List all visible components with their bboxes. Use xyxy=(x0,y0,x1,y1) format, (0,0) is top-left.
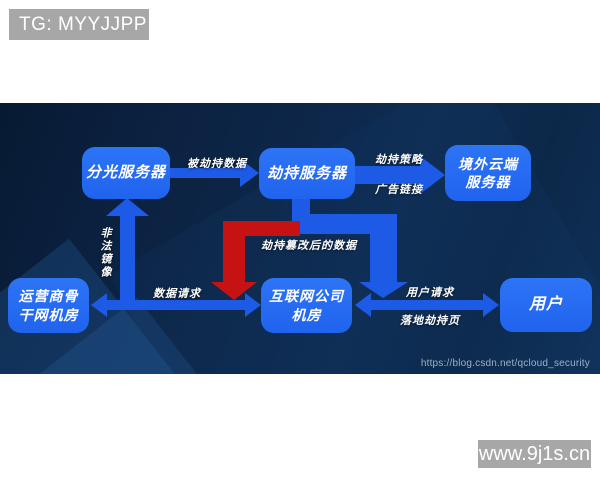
node-internet-company-idc: 互联网公司 机房 xyxy=(261,278,352,333)
node-label: 机房 xyxy=(291,306,322,323)
csdn-url-watermark: https://blog.csdn.net/qcloud_security xyxy=(420,358,590,369)
node-carrier-backbone-idc: 运营商骨 干网机房 xyxy=(8,278,89,333)
label-data-request: 数据请求 xyxy=(153,288,201,300)
node-hijack-server: 劫持服务器 xyxy=(259,148,355,199)
node-splitter-server: 分光服务器 xyxy=(82,147,170,199)
node-label: 运营商骨 xyxy=(18,288,79,305)
node-label: 劫持服务器 xyxy=(266,164,347,182)
node-label: 互联网公司 xyxy=(269,288,344,305)
node-overseas-cloud-server: 境外云端 服务器 xyxy=(445,145,531,201)
node-label: 境外云端 xyxy=(458,155,518,172)
label-illegal-mirror: 非法镜像 xyxy=(99,227,111,279)
site-watermark-badge: www.9j1s.cn xyxy=(478,440,591,468)
label-tampered-data: 劫持篡改后的数据 xyxy=(261,240,357,252)
label-hijacked-data: 被劫持数据 xyxy=(187,158,247,170)
label-hijack-policy: 劫持策略 xyxy=(375,154,423,166)
node-label: 分光服务器 xyxy=(85,164,166,182)
node-label: 服务器 xyxy=(465,174,511,190)
site-watermark-text: www.9j1s.cn xyxy=(478,442,591,465)
node-end-user: 用户 xyxy=(500,278,592,332)
label-user-request: 用户请求 xyxy=(406,287,454,299)
label-ad-link: 广告链接 xyxy=(375,184,423,196)
node-label: 用户 xyxy=(528,295,563,313)
tg-contact-badge: TG: MYYJJPP xyxy=(9,9,149,40)
node-label: 干网机房 xyxy=(18,306,79,323)
label-landing-hijack-page: 落地劫持页 xyxy=(400,315,460,327)
tg-contact-text: TG: MYYJJPP xyxy=(19,13,147,35)
